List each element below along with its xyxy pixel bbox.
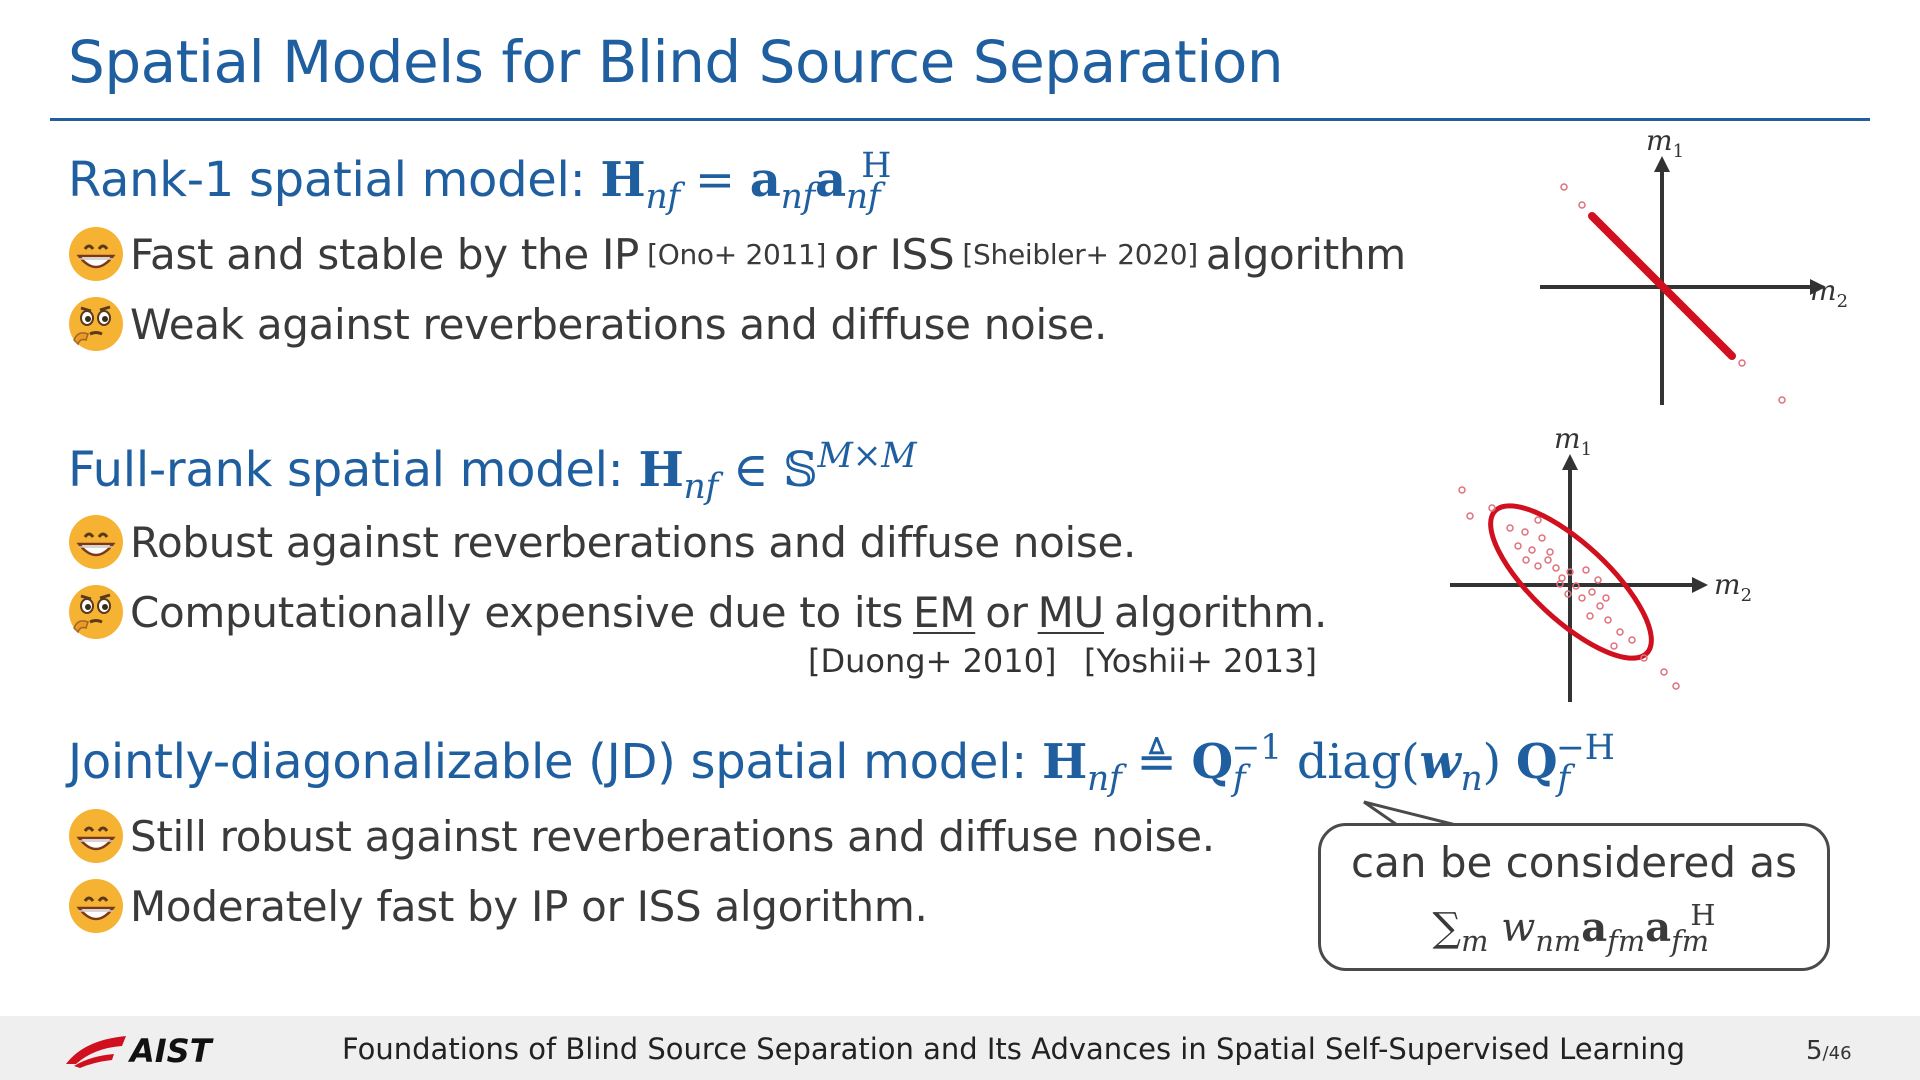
citation: [Sheibler+ 2020] (962, 237, 1198, 271)
thinking-face-icon (69, 297, 123, 351)
rank1-label: Rank-1 spatial model: (68, 152, 586, 208)
reference-duong: [Duong+ 2010] (808, 642, 1057, 680)
svg-text:AIST: AIST (127, 1032, 214, 1070)
grinning-face-icon (69, 879, 123, 933)
fullrank-bullet-2: Computationally expensive due to its EM … (68, 584, 1327, 640)
rank1-scatter-diagram: m1 m2 (1540, 124, 1848, 405)
callout-formula: ∑m wnmafmafmH (1432, 898, 1716, 958)
reference-yoshii: [Yoshii+ 2013] (1084, 642, 1317, 680)
bullet-text: algorithm. (1113, 587, 1328, 637)
callout-text: can be considered as (1351, 838, 1797, 887)
axis-y-label: m1 (1646, 124, 1684, 162)
slide-title: Spatial Models for Blind Source Separati… (68, 28, 1284, 96)
fullrank-formula: Hnf ∈ 𝕊M×M (638, 436, 917, 508)
bullet-text: Fast and stable by the IP (130, 229, 640, 279)
citation: [Ono+ 2011] (647, 237, 827, 271)
bullet-text: Robust against reverberations and diffus… (130, 517, 1137, 567)
bullet-text: or ISS (834, 229, 955, 279)
bullet-text: algorithm (1205, 229, 1406, 279)
jd-label: Jointly-diagonalizable (JD) spatial mode… (68, 734, 1028, 790)
axis-x-label: m2 (1810, 274, 1848, 312)
rank1-bullet-2: Weak against reverberations and diffuse … (68, 296, 1107, 352)
jd-heading: Jointly-diagonalizable (JD) spatial mode… (68, 728, 1615, 799)
fullrank-heading: Full-rank spatial model: Hnf ∈ 𝕊M×M (68, 436, 917, 508)
title-divider (50, 118, 1870, 121)
thinking-face-icon (69, 585, 123, 639)
footer-bar (0, 1016, 1920, 1080)
page-number: 5/46 (1806, 1036, 1852, 1066)
jd-formula: Hnf ≜ Qf−1 diag(wn) Qf−H (1041, 728, 1615, 800)
bullet-text: Computationally expensive due to its (130, 587, 904, 637)
jd-bullet-1: Still robust against reverberations and … (68, 808, 1215, 864)
axis-x-label: m2 (1714, 568, 1752, 606)
grinning-face-icon (69, 809, 123, 863)
grinning-face-icon (69, 227, 123, 281)
rank1-formula: Hnf = anfanfH (600, 146, 892, 218)
callout-box (1318, 823, 1830, 971)
rank1-heading: Rank-1 spatial model: Hnf = anfanfH (68, 146, 891, 217)
aist-logo: AIST (66, 1032, 214, 1070)
fullrank-scatter-diagram: m1 m2 (1450, 422, 1752, 702)
grinning-face-icon (69, 515, 123, 569)
em-link: EM (913, 587, 976, 637)
jd-bullet-2: Moderately fast by IP or ISS algorithm. (68, 878, 928, 934)
footer-title: Foundations of Blind Source Separation a… (342, 1032, 1686, 1066)
mu-link: MU (1037, 587, 1105, 637)
fullrank-label: Full-rank spatial model: (68, 442, 624, 498)
callout-pointer (1363, 800, 1461, 829)
rank1-bullet-1: Fast and stable by the IP [Ono+ 2011] or… (68, 226, 1406, 282)
bullet-text: or (985, 587, 1028, 637)
bullet-text: Moderately fast by IP or ISS algorithm. (130, 881, 928, 931)
bullet-text: Still robust against reverberations and … (130, 811, 1215, 861)
axis-y-label: m1 (1554, 422, 1592, 460)
fullrank-bullet-1: Robust against reverberations and diffus… (68, 514, 1136, 570)
bullet-text: Weak against reverberations and diffuse … (130, 299, 1107, 349)
